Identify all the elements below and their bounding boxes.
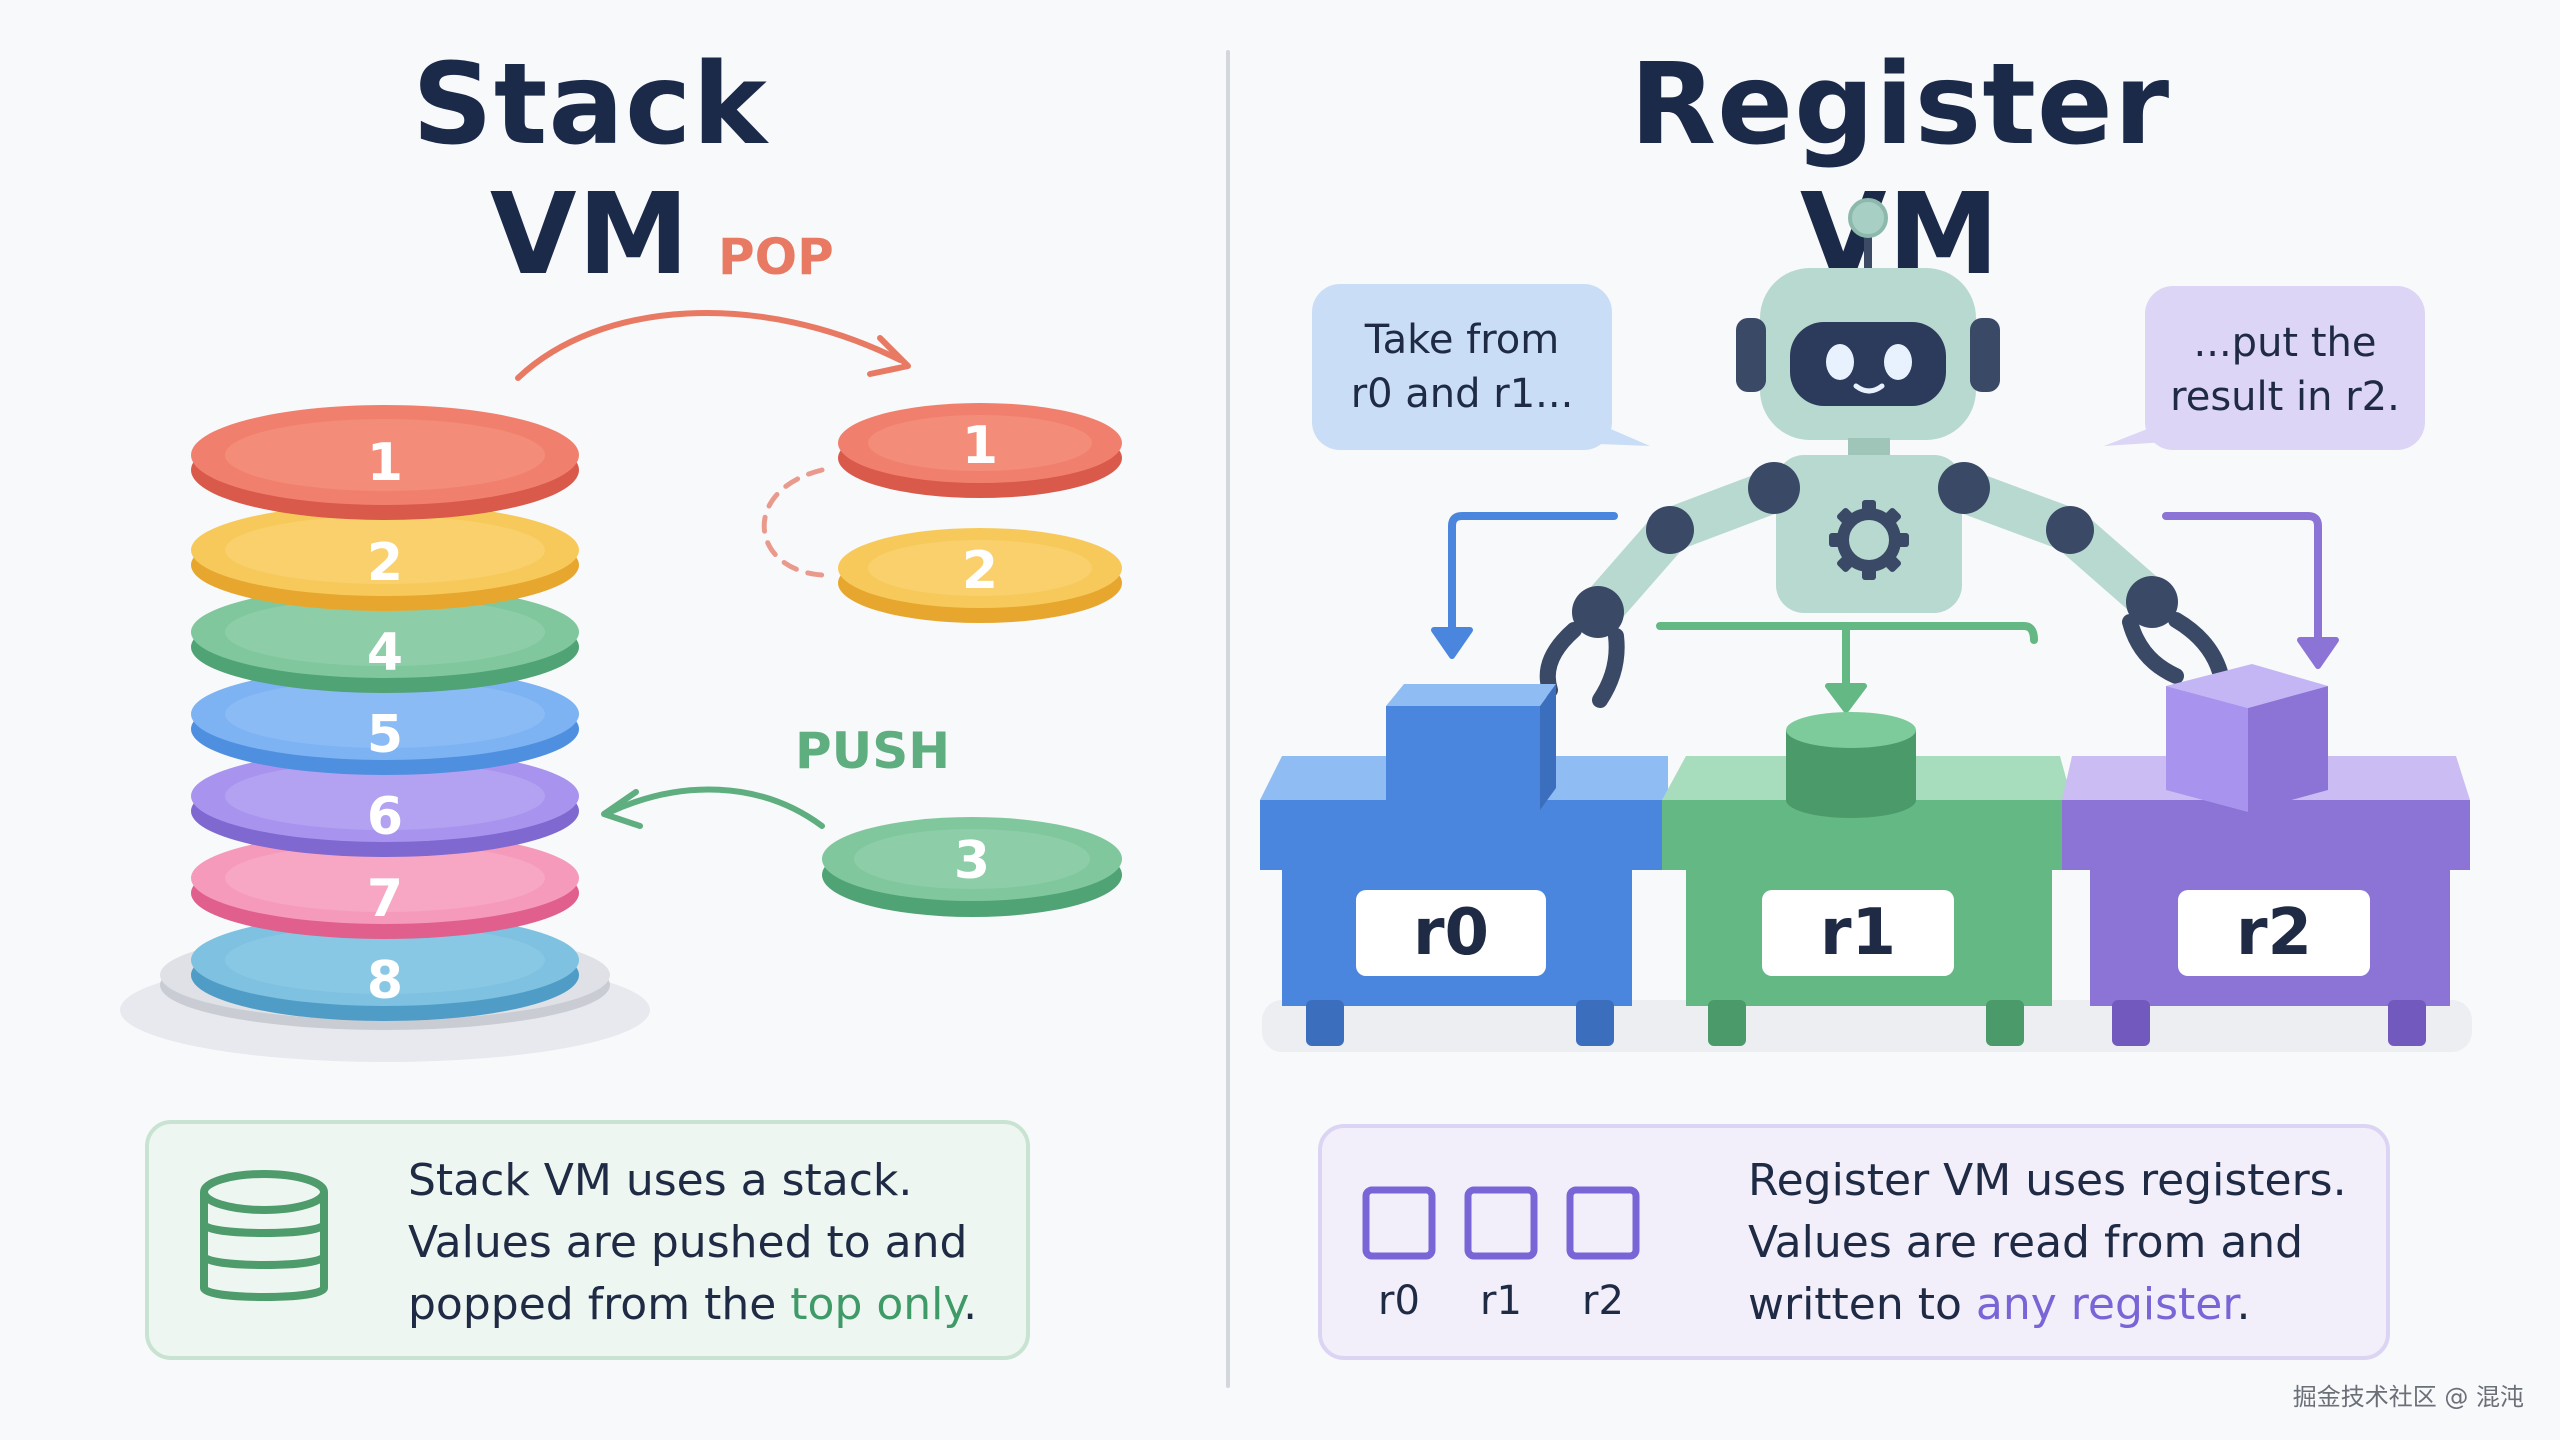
stack-database-icon <box>200 1170 328 1301</box>
register-r1-plate <box>1762 890 1954 976</box>
stack-info-text: Stack VM uses a stack. Values are pushed… <box>408 1150 1008 1336</box>
watermark: 掘金技术社区 @ 混沌 <box>2292 1383 2524 1411</box>
stack-info-line-2: Values are pushed to and <box>408 1217 968 1268</box>
register-info-line-1: Register VM uses registers. <box>1748 1155 2347 1206</box>
push-arrow <box>607 786 825 829</box>
pushed-disk-label-3: 3 <box>954 831 990 891</box>
bubble-left-text: Take from r0 and r1... <box>1350 317 1574 417</box>
bubble-left <box>1312 284 1650 450</box>
stack-disk-5: 5 <box>191 668 579 775</box>
stack-info-line-1: Stack VM uses a stack. <box>408 1155 913 1206</box>
popped-disk-1: 1 <box>838 403 1122 498</box>
center-divider <box>1226 50 1230 1388</box>
register-info-line-3: written to any register. <box>1748 1279 2251 1330</box>
pop-dashed-connector <box>761 467 825 578</box>
register-squares-icon <box>1362 1186 1640 1260</box>
stack-illustration: 8 7 6 5 4 2 <box>120 310 1122 1062</box>
legend-label-r0: r0 <box>1378 1278 1420 1324</box>
robot-ear-right <box>1970 318 2000 392</box>
stack-info-box <box>145 1120 1030 1360</box>
stack-disk-8: 8 <box>191 914 579 1021</box>
gear-icon <box>1829 500 1909 580</box>
stack-disk-label-2: 2 <box>367 533 403 593</box>
robot-ear-left <box>1736 318 1766 392</box>
stack-disk-label-8: 8 <box>367 951 403 1011</box>
popped-disk-label-1: 1 <box>962 416 998 476</box>
register-r1-label: r1 <box>1820 896 1896 970</box>
register-info-box <box>1318 1124 2390 1360</box>
pushed-disk-3: 3 <box>822 817 1122 917</box>
register-r2-plate <box>2178 890 2370 976</box>
push-label: PUSH <box>795 722 951 780</box>
register-r0-plate <box>1356 890 1546 976</box>
pop-arrow <box>515 310 903 381</box>
stack-disk-4: 4 <box>191 586 579 693</box>
legend-label-r1: r1 <box>1480 1278 1522 1324</box>
register-illustration: r0 r1 <box>1260 198 2472 1052</box>
arrow-to-r2 <box>2162 512 2322 652</box>
legend-label-r2: r2 <box>1582 1278 1624 1324</box>
stack-disk-7: 7 <box>191 832 579 939</box>
bubble-right <box>2104 286 2425 450</box>
pop-label: POP <box>718 228 834 286</box>
r0-cube <box>1386 684 1556 810</box>
robot-antenna-ball <box>1848 198 1888 238</box>
robot-face-screen <box>1790 322 1946 406</box>
stack-disk-label-7: 7 <box>367 869 403 929</box>
bubble-right-text: ...put the result in r2. <box>2170 320 2400 420</box>
stack-disk-6: 6 <box>191 750 579 857</box>
stack-disk-1: 1 <box>191 405 579 520</box>
stack-disk-label-6: 6 <box>367 787 403 847</box>
stack-disk-label-4: 4 <box>367 623 403 683</box>
stack-disk-label-5: 5 <box>367 705 403 765</box>
r1-cylinder <box>1786 712 1916 818</box>
register-info-text: Register VM uses registers. Values are r… <box>1748 1150 2368 1336</box>
r2-cube <box>2166 664 2328 812</box>
register-info-line-2: Values are read from and <box>1748 1217 2304 1268</box>
register-r2: r2 <box>2062 756 2470 1046</box>
arrow-to-r0 <box>1448 512 1618 644</box>
popped-disk-2: 2 <box>838 528 1122 623</box>
register-r0: r0 <box>1260 756 1668 1046</box>
floor-shadow <box>1262 1000 2472 1052</box>
stack-info-line-3: popped from the top only. <box>408 1279 978 1330</box>
robot-arm-left <box>1578 468 1798 632</box>
popped-disk-label-2: 2 <box>962 541 998 601</box>
stack-disk-2: 2 <box>191 504 579 611</box>
register-r0-label: r0 <box>1413 896 1489 970</box>
stack-disk-label-1: 1 <box>367 433 403 493</box>
arrow-r1-bar <box>1656 622 2038 644</box>
register-r2-label: r2 <box>2236 896 2312 970</box>
stack-vm-title: Stack VM <box>412 40 768 300</box>
top-only-highlight: top only <box>790 1279 964 1330</box>
any-register-highlight: any register <box>1975 1279 2237 1330</box>
